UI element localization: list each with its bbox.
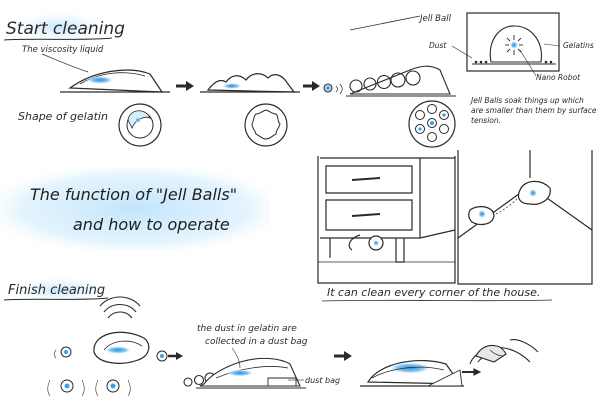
shape-of-gelatin-label: Shape of gelatin: [18, 110, 108, 123]
finish-underline: [3, 297, 109, 301]
device-final: [360, 359, 464, 387]
handle-controller: [93, 331, 150, 364]
dust-bag-label: dust bag: [305, 376, 340, 385]
cabinet-leg: [395, 238, 405, 263]
signal-waves-icon: [99, 296, 141, 319]
corner-caption: It can clean every corner of the house.: [327, 286, 540, 299]
arrow-right-icon: [168, 352, 183, 360]
viscosity-liquid-label: The viscosity liquid: [22, 45, 104, 55]
dust-leader-line: [451, 45, 473, 59]
device-stage-2: [200, 73, 300, 93]
arrow-right-icon: [334, 351, 352, 361]
caption-underline: [321, 299, 553, 302]
jell-balls-note-line1: Jell Balls soak things up which: [469, 96, 584, 105]
start-underline: [3, 37, 113, 41]
viscosity-leader-line: [41, 53, 89, 73]
jell-balls-note-line3: tension.: [471, 116, 501, 125]
device-stage-3: [323, 15, 456, 97]
jell-balls-note-line2: are smaller than them by surface: [471, 106, 597, 115]
hand-icon: [462, 339, 539, 376]
zoom-inset: [451, 12, 561, 77]
room-sketch-corner: [457, 150, 593, 285]
jell-ball-leader-line: [349, 15, 421, 31]
nano-robot-leader-line: [519, 49, 537, 77]
nano-robot-icon: [510, 41, 518, 49]
dust-collected-line1: the dust in gelatin are: [197, 324, 297, 334]
title-line-1: The function of "Jell Balls": [30, 185, 237, 204]
gelatins-label: Gelatins: [563, 41, 594, 50]
gelatin-shape-bumpy: [244, 103, 288, 147]
gelatin-shape-smooth: [118, 103, 162, 147]
title-glow: [0, 168, 270, 250]
device-with-dust-bag: [183, 347, 306, 389]
title-line-2: and how to operate: [73, 215, 230, 234]
dust-bag-compartment: [267, 377, 297, 387]
dust-label: Dust: [429, 41, 447, 50]
finish-cleaning-label: Finish cleaning: [8, 283, 105, 298]
start-cleaning-label: Start cleaning: [6, 19, 125, 39]
arrow-right-icon: [176, 81, 194, 91]
dust-collected-line2: collected in a dust bag: [205, 337, 308, 347]
finish-cleaning-glow: [0, 275, 120, 305]
room-sketch-cabinet: [317, 156, 456, 284]
nano-robot-label: Nano Robot: [536, 73, 581, 82]
arrow-right-icon: [303, 81, 320, 91]
jell-ball-label: Jell Ball: [418, 14, 452, 24]
gelatin-shape-balls: [408, 100, 456, 148]
device-stage-1: [41, 53, 170, 93]
gelatin-ball-icon: [47, 346, 168, 397]
